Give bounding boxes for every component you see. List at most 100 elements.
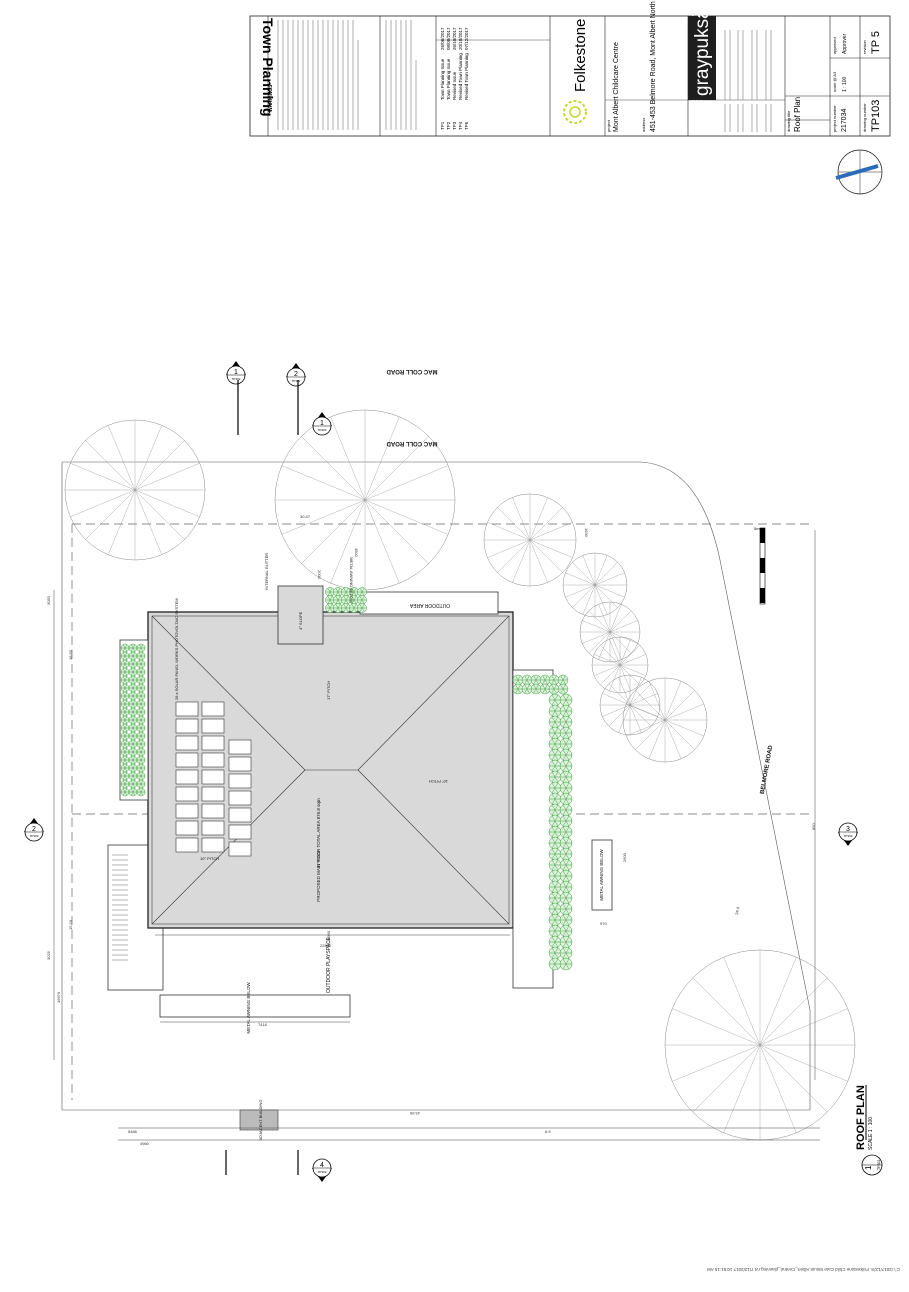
svg-text:TP302: TP302 [318, 1170, 327, 1174]
shrub-icon [548, 748, 562, 762]
shrub-icon [548, 913, 562, 927]
solar-panel [201, 820, 225, 836]
shrub-icon [120, 675, 130, 685]
shrub-icon [128, 747, 138, 757]
tree-icon [64, 419, 206, 561]
shrub-icon [559, 880, 573, 894]
shrub-icon [559, 957, 573, 971]
shrub-icon [128, 755, 138, 765]
dimension-label: 43.95 [409, 1111, 420, 1116]
svg-text:2: 2 [32, 826, 36, 833]
svg-text:TP302: TP302 [292, 379, 301, 383]
tree-icon [599, 674, 661, 736]
shrub-icon [559, 825, 573, 839]
shrub-icon [128, 771, 138, 781]
revision-row: 26/10/2017 [452, 27, 457, 50]
shrub-icon [559, 902, 573, 916]
warnings-heading: WARNINGS [268, 84, 274, 112]
shrub-icon [548, 674, 560, 686]
solar-panel [228, 824, 252, 840]
adjacent-building-label: ADJACENT BUILDING [258, 1099, 263, 1140]
shrub-icon [559, 748, 573, 762]
shrub-icon [548, 737, 562, 751]
shrub-icon [559, 792, 573, 806]
svg-text:3: 3 [846, 826, 850, 833]
solar-note-label: 28 x SOLAR PANEL WORKS PHOTOVOLTAIC SYST… [174, 598, 179, 700]
shrub-icon [136, 763, 146, 773]
scale-bar-label: 5m [754, 526, 760, 531]
dimension-label: 18.50 [68, 649, 73, 660]
revision-row: 08/08/2017 [446, 27, 451, 50]
dimension-label: 27990 [326, 930, 331, 942]
solar-panel [201, 718, 225, 734]
solar-panel [175, 769, 199, 785]
dimension-label: 2000 [317, 570, 322, 580]
shrub-icon [136, 715, 146, 725]
dimension-lines: 2799022840305018.5015.203025166707416548… [46, 514, 820, 1146]
dimension-label: 5486 [128, 1129, 138, 1134]
shrub-icon [128, 723, 138, 733]
shrub-icon [128, 699, 138, 709]
solar-panel [175, 837, 199, 853]
shrub-icon [120, 659, 130, 669]
landscaping [120, 587, 573, 971]
firm-logo-band [688, 16, 716, 100]
shrub-icon [136, 707, 146, 717]
solar-panel [175, 752, 199, 768]
shrub-icon [120, 747, 130, 757]
shrub-icon [559, 946, 573, 960]
shrub-icon [349, 603, 359, 613]
shrub-icon [128, 787, 138, 797]
shrub-icon [548, 693, 562, 707]
street-label-top-1: MAC COLL ROAD [386, 368, 438, 374]
revision-row: Town Planning Issue [440, 58, 445, 100]
shrub-icon [325, 587, 335, 597]
client-logo-text: Folkestone [572, 19, 589, 92]
dimension-label: 1630 [584, 528, 589, 538]
shrub-icon [548, 683, 560, 695]
shrub-icon [120, 691, 130, 701]
shrub-icon [128, 651, 138, 661]
proposed-roof-label: PROPOSED MAIN ROOF. TOTAL AREA 876.8 sqm [316, 798, 321, 902]
shrub-icon [557, 683, 569, 695]
solar-panel [228, 756, 252, 772]
shrub-icon [120, 643, 130, 653]
dimension-label: 22840 [320, 943, 332, 948]
shrub-icon [333, 595, 343, 605]
shrub-icon [120, 667, 130, 677]
shrub-icon [559, 891, 573, 905]
solar-panel [228, 841, 252, 857]
shrub-icon [120, 739, 130, 749]
plan-title-marker-num: 1 [864, 1165, 873, 1170]
solar-panel [228, 790, 252, 806]
shrub-icon [559, 935, 573, 949]
shrub-icon [521, 674, 533, 686]
shrub-icon [325, 603, 335, 613]
project-name: Mont Albert Childcare Centre [613, 42, 620, 132]
plan-title-block: 1 TP302 ROOF PLAN SCALE 1 : 100 [855, 1085, 883, 1176]
warnings-text-block [277, 20, 417, 130]
shrub-icon [512, 674, 524, 686]
dimension-label: 3800 [354, 548, 359, 558]
solar-panel [228, 739, 252, 755]
dimension-label: 850 [811, 823, 816, 830]
plan-title: ROOF PLAN [855, 1085, 867, 1150]
shrub-icon [548, 781, 562, 795]
shrub-icon [120, 683, 130, 693]
metal-awning-label: METAL AWNING BELOW [599, 849, 604, 901]
shrub-icon [521, 683, 533, 695]
shrub-icon [548, 825, 562, 839]
svg-text:1: 1 [234, 369, 238, 376]
shrub-icon [548, 858, 562, 872]
shrub-icon [539, 683, 551, 695]
shrub-icon [120, 651, 130, 661]
pitch-label: 10° PITCH [200, 856, 219, 861]
shrub-icon [530, 683, 542, 695]
shrub-icon [548, 836, 562, 850]
revision-row: Revised Town Planning [464, 53, 469, 100]
drawing-number: TP103 [870, 100, 882, 132]
dimension-label: 30.47 [300, 514, 311, 519]
